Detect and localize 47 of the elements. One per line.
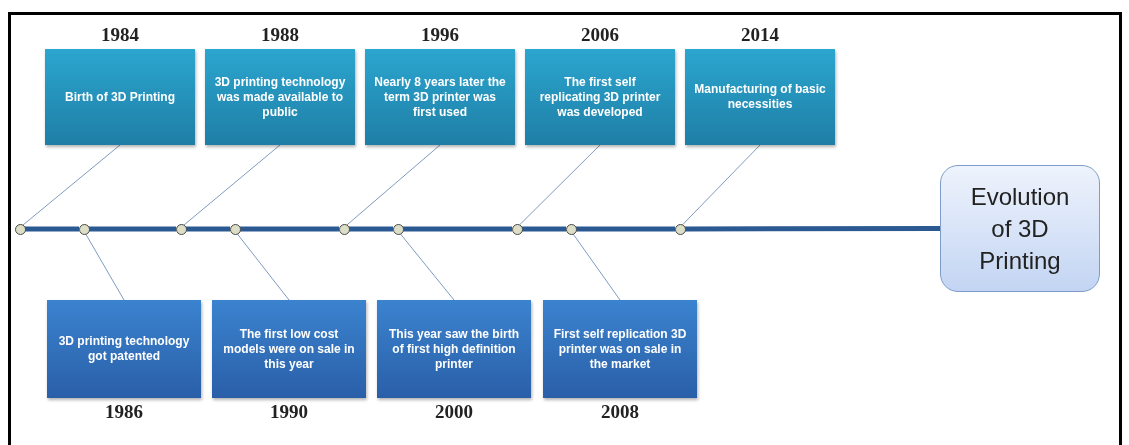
timeline-marker	[675, 224, 686, 235]
timeline-bar	[522, 226, 566, 232]
leader-line	[85, 233, 125, 301]
event-description: The first low cost models were on sale in this year	[222, 326, 356, 372]
title-box	[940, 165, 1100, 292]
timeline-bar	[685, 226, 940, 232]
timeline-bar	[403, 226, 512, 232]
event-description: 3D printing technology was made available to public	[213, 74, 347, 120]
leader-line	[22, 144, 121, 226]
timeline-bar	[349, 226, 393, 232]
leader-line	[236, 233, 290, 301]
timeline-marker	[566, 224, 577, 235]
leader-line	[346, 144, 441, 226]
timeline-bar	[186, 226, 230, 232]
year-label: 1988	[260, 23, 300, 47]
event-description: First self replication 3D printer was on sale in the market	[552, 326, 688, 372]
timeline-marker	[79, 224, 90, 235]
year-label: 2014	[740, 23, 780, 47]
timeline-marker	[230, 224, 241, 235]
timeline-bar	[576, 226, 675, 232]
timeline-marker	[15, 224, 26, 235]
year-label: 1996	[420, 23, 460, 47]
leader-line	[572, 233, 621, 301]
timeline-marker	[176, 224, 187, 235]
leader-line	[519, 144, 601, 226]
year-label: 1986	[104, 400, 144, 424]
timeline-marker	[339, 224, 350, 235]
timeline-marker	[512, 224, 523, 235]
timeline-bar	[25, 226, 79, 232]
event-description: 3D printing technology got patented	[57, 334, 191, 364]
event-description: Birth of 3D Printing	[65, 89, 175, 105]
leader-line	[399, 233, 455, 301]
year-label: 2008	[600, 400, 640, 424]
event-description: Nearly 8 years later the term 3D printer was first used	[373, 74, 507, 120]
year-label: 2006	[580, 23, 620, 47]
timeline-bar	[89, 226, 176, 232]
year-label: 2000	[434, 400, 474, 424]
leader-line	[682, 144, 761, 226]
title-text: Evolution of 3D Printing	[969, 181, 1071, 276]
timeline-marker	[393, 224, 404, 235]
event-description: Manufacturing of basic necessities	[693, 82, 827, 112]
event-description: The first self replicating 3D printer was developed	[538, 74, 662, 120]
event-description: This year saw the birth of first high definition printer	[387, 326, 520, 372]
timeline-bar	[240, 226, 339, 232]
year-label: 1990	[269, 400, 309, 424]
leader-line	[183, 144, 281, 226]
year-label: 1984	[100, 23, 140, 47]
